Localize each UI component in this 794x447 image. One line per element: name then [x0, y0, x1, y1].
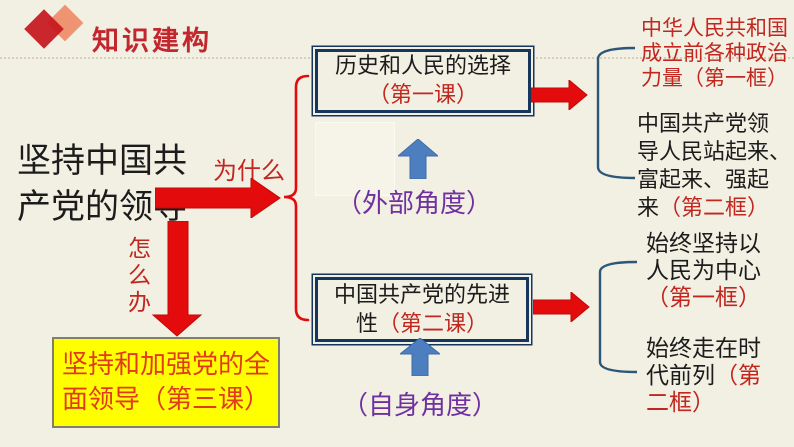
bracket-top-icon: [596, 46, 636, 180]
party-leads-text: 中国共产党领 导人民站起来、 富起来、强起 来（第二框）: [637, 111, 791, 223]
lesson2-title-red: （第二课）: [377, 311, 488, 337]
bracket-bottom-icon: [598, 260, 638, 374]
up-arrow-self-icon: [400, 338, 440, 376]
page-title: 知识建构: [92, 26, 212, 57]
arrow-right-bottom-icon: [533, 292, 590, 322]
people-centered-red: （第一框）: [646, 285, 761, 311]
logo-diamonds-icon: [24, 4, 96, 62]
conclusion-text: 坚持和加强党的全 面领导（第三课）: [61, 349, 270, 415]
red-brace-icon: [283, 74, 310, 322]
people-centered-text: 始终坚持以 人民为中心 （第一框）: [646, 231, 761, 312]
why-label: 为什么: [213, 157, 285, 185]
lesson1-title: 历史和人民的选择: [334, 54, 511, 79]
political-forces-text: 中华人民共和国 成立前各种政治 力量（第一框）: [641, 16, 788, 90]
forefront-black: 始终走在时 代前列: [646, 336, 761, 389]
why-arrow-right-icon: [155, 178, 281, 218]
lesson2-title-black: 中国共产党的先进 性: [333, 282, 510, 337]
people-centered-black: 始终坚持以 人民为中心: [646, 231, 761, 284]
self-angle-label: （自身角度）: [342, 391, 499, 421]
arrow-right-top-icon: [531, 80, 588, 110]
how-arrow-down-icon: [152, 221, 202, 337]
lesson2-title: 中国共产党的先进 性（第二课）: [334, 281, 510, 339]
lesson1-box: 历史和人民的选择 （第一课）: [315, 49, 531, 113]
how-label: 怎 么 办: [128, 236, 151, 316]
external-angle-label: （外部角度）: [336, 189, 493, 219]
forefront-red: （第 二框）: [646, 363, 761, 416]
empty-placeholder-box: [315, 122, 395, 196]
lesson1-subtitle: （第一课）: [367, 83, 478, 108]
party-leads-red: （第二框）: [659, 196, 770, 221]
forefront-text: 始终走在时 代前列（第 二框）: [646, 336, 761, 417]
conclusion-box: 坚持和加强党的全 面领导（第三课）: [52, 337, 280, 428]
party-leads-black: 中国共产党领 导人民站起来、 富起来、强起 来: [637, 112, 792, 221]
lesson2-box: 中国共产党的先进 性（第二课）: [315, 277, 529, 342]
up-arrow-external-icon: [398, 139, 438, 179]
